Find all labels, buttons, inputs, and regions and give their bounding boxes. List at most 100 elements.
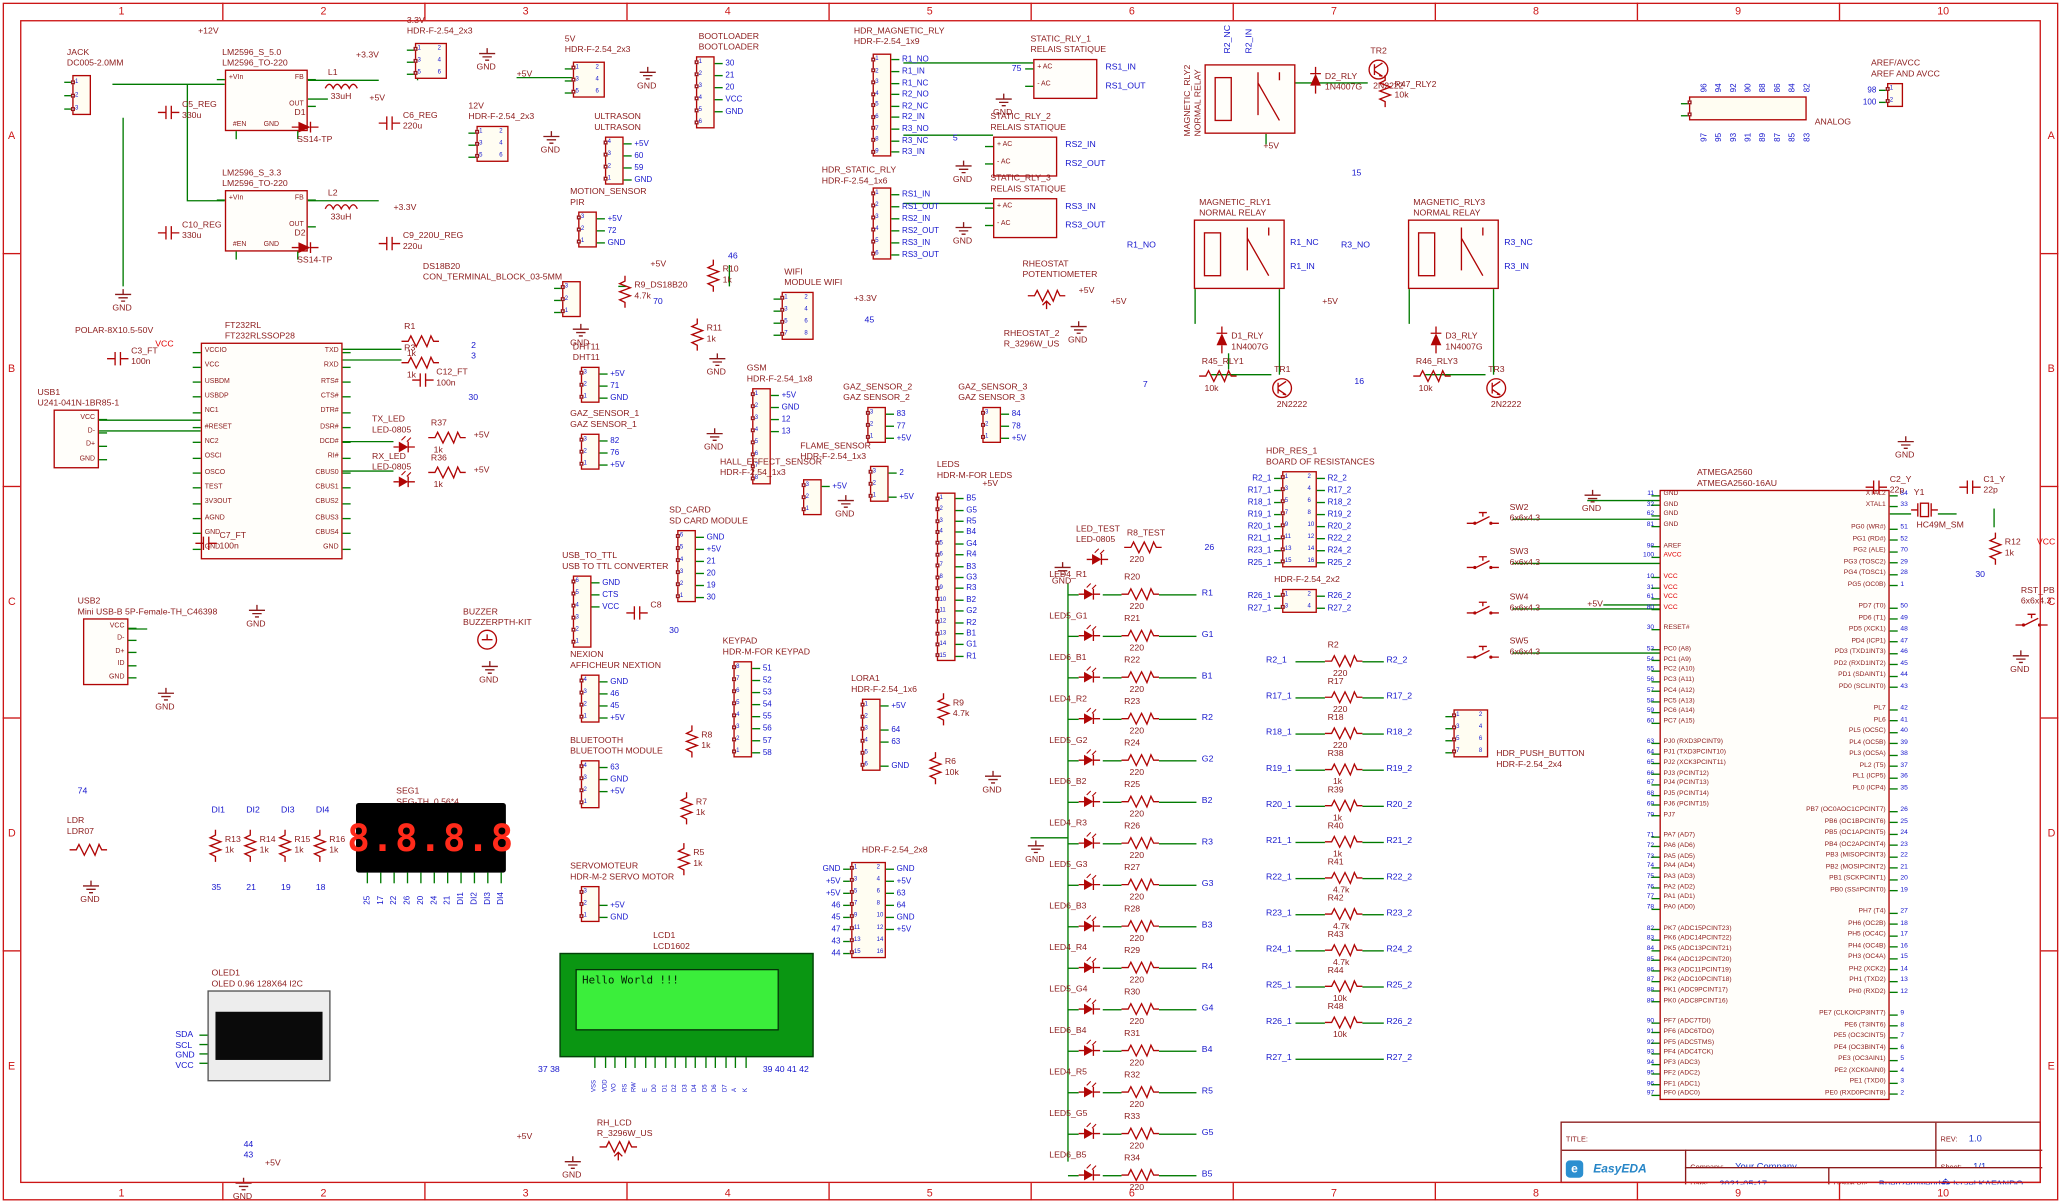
r1-resistor[interactable] xyxy=(401,334,439,349)
c9-220u-reg-capacitor[interactable] xyxy=(378,236,401,252)
ultrason-header[interactable] xyxy=(604,136,624,185)
title-cell: TITLE: Sheet_1 xyxy=(1562,1123,1935,1150)
nextion-header[interactable] xyxy=(580,674,600,723)
gnd-symbol[interactable] xyxy=(984,770,1002,784)
header-2x8[interactable] xyxy=(851,861,886,959)
gsm-header[interactable] xyxy=(752,388,771,485)
text-line: SS14-TP xyxy=(297,135,333,145)
sdcard-header[interactable] xyxy=(677,529,696,603)
c5-reg-capacitor[interactable] xyxy=(157,104,180,120)
r3-resistor[interactable] xyxy=(401,355,439,370)
pin-pad xyxy=(70,93,75,98)
gnd-symbol[interactable] xyxy=(481,661,498,674)
potentiometer[interactable] xyxy=(599,1139,638,1161)
usb2[interactable] xyxy=(82,618,129,686)
keypad-header[interactable] xyxy=(733,661,753,758)
gnd-symbol[interactable] xyxy=(564,1156,581,1170)
pin-number: 3 xyxy=(754,413,759,421)
r11-resistor[interactable] xyxy=(690,318,705,351)
led[interactable] xyxy=(393,470,417,488)
r6-resistor[interactable] xyxy=(928,752,943,785)
lora-header[interactable] xyxy=(861,698,881,771)
wire-stub xyxy=(843,928,852,930)
wire-stub xyxy=(695,548,704,550)
r10-resistor[interactable] xyxy=(706,259,721,292)
pin-number: 3 xyxy=(607,150,611,157)
pin-pad xyxy=(935,586,940,591)
text-line: GAZ SENSOR_2 xyxy=(843,393,910,403)
r36-resistor[interactable] xyxy=(428,465,466,480)
r37-resistor[interactable] xyxy=(428,430,466,445)
ft232rl[interactable] xyxy=(200,342,343,560)
text-line: BOOTLOADER xyxy=(698,32,760,42)
net-label: G3 xyxy=(966,574,977,583)
text-line: RX_LED xyxy=(372,452,406,462)
gnd-symbol[interactable] xyxy=(479,48,496,61)
gnd-label: GND xyxy=(246,620,265,630)
c8-capacitor[interactable] xyxy=(626,605,648,621)
net-label: G4 xyxy=(966,540,977,549)
buzzer[interactable] xyxy=(476,629,498,650)
l2-inductor[interactable] xyxy=(324,201,358,212)
wifi-header[interactable] xyxy=(781,291,814,340)
c10-reg-capacitor[interactable] xyxy=(157,225,180,241)
gnd-symbol[interactable] xyxy=(115,289,132,302)
r9-resistor[interactable] xyxy=(936,693,951,726)
text-line: USB2 xyxy=(77,596,101,607)
r7-resistor[interactable] xyxy=(679,792,694,825)
net-label: 30 xyxy=(706,593,716,602)
ic-pin: D+ xyxy=(115,647,125,656)
gnd-symbol[interactable] xyxy=(157,687,174,701)
pin-number: 1 xyxy=(580,237,585,244)
usb-ttl-header[interactable] xyxy=(572,575,592,648)
pin-number: 2 xyxy=(564,294,569,302)
gnd-symbol[interactable] xyxy=(639,66,656,80)
pin-pad xyxy=(675,558,680,563)
r5-resistor[interactable] xyxy=(676,843,692,876)
pin-number: 1 xyxy=(564,306,569,314)
r9-ds18b20-resistor[interactable] xyxy=(617,275,633,308)
ic-pin: #RESET xyxy=(204,422,232,431)
title-label: TITLE: xyxy=(1565,1136,1588,1145)
c12-ft-capacitor[interactable] xyxy=(412,372,434,388)
pin-pad xyxy=(865,422,870,427)
gnd-symbol[interactable] xyxy=(543,131,560,144)
seven-segment-display[interactable]: 8.8.8.8 xyxy=(347,802,513,873)
pin-number: 4 xyxy=(595,75,599,82)
usb1[interactable] xyxy=(53,409,100,469)
frame-row-label: A xyxy=(8,129,16,142)
net-label: VCC xyxy=(602,602,620,611)
pin-number: 5 xyxy=(784,317,788,325)
l1-inductor[interactable] xyxy=(324,80,358,91)
text-line: LED-0805 xyxy=(372,462,412,472)
d2-diode[interactable] xyxy=(291,241,319,254)
c3-ft-capacitor[interactable] xyxy=(107,351,129,367)
r8-resistor[interactable] xyxy=(684,725,700,758)
pin-pad xyxy=(980,422,985,427)
net-label: 84 xyxy=(1011,410,1021,419)
pin-pad xyxy=(694,108,699,113)
gnd-symbol[interactable] xyxy=(572,323,589,337)
header-5v[interactable] xyxy=(572,61,605,98)
gnd-symbol[interactable] xyxy=(709,353,726,367)
gnd-symbol[interactable] xyxy=(837,495,854,508)
gnd-symbol[interactable] xyxy=(248,604,265,618)
pin-pad xyxy=(579,437,584,442)
net-label: 57 xyxy=(762,736,772,745)
c6-reg-capacitor[interactable] xyxy=(378,115,401,131)
gnd-symbol[interactable] xyxy=(706,428,723,441)
bootloader-header[interactable] xyxy=(695,56,715,129)
led[interactable] xyxy=(393,435,417,453)
pin-pad xyxy=(849,889,854,894)
lm2596-3v3[interactable] xyxy=(224,190,308,252)
d1-diode[interactable] xyxy=(291,120,319,133)
c7-ft-capacitor[interactable] xyxy=(195,535,217,551)
lm2596-5v[interactable] xyxy=(224,69,308,132)
bluetooth-header[interactable] xyxy=(580,760,600,809)
frame-row-label: D xyxy=(8,827,16,840)
pin-pad xyxy=(860,738,865,743)
net-label: 56 xyxy=(762,724,772,733)
pin-pad xyxy=(750,452,755,457)
